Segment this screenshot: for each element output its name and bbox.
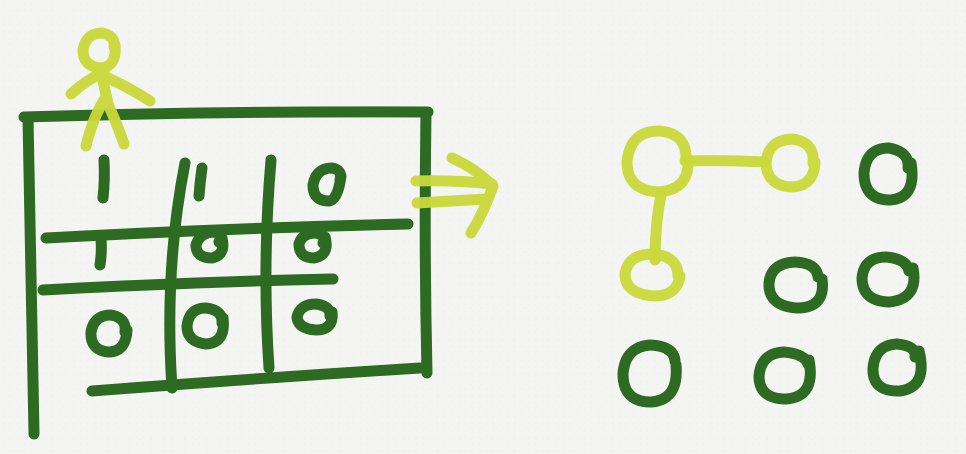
edge-n1-n2 [679, 155, 771, 168]
node-n1 [621, 125, 694, 198]
node-n2 [760, 133, 821, 193]
stick-figure-leg-left [80, 94, 110, 152]
stick-figure-icon [65, 27, 156, 152]
stick-figure-arm-right [102, 72, 156, 107]
arrow-shaft-bottom [411, 193, 492, 209]
o-mark-r2c1 [181, 302, 229, 350]
x-mark-r0c0 [97, 154, 110, 204]
stick-figure-head [77, 27, 121, 74]
board-border-top [18, 106, 434, 123]
board-cell-marks [85, 154, 347, 358]
node-n6 [856, 251, 920, 308]
node-n7 [617, 339, 682, 408]
node-n8 [753, 346, 816, 405]
o-mark-r2c2 [291, 298, 338, 336]
right-graph [617, 125, 927, 408]
node-n4 [619, 248, 686, 302]
grid-line-vertical-2 [260, 154, 277, 374]
x-mark-r1c0 [94, 233, 107, 271]
node-n5 [763, 256, 828, 314]
graph-edges [649, 155, 771, 266]
x-mark-r0c1 [193, 162, 208, 202]
o-mark-r2c0 [85, 309, 133, 358]
node-n3 [858, 142, 918, 206]
board-border-right [419, 108, 433, 379]
o-mark-r1c1 [190, 226, 229, 264]
o-mark-r0c2 [307, 162, 347, 207]
grid-line-horizontal-1 [40, 218, 414, 244]
o-mark-r1c2 [293, 227, 332, 264]
grid-line-horizontal-2 [37, 273, 339, 296]
double-arrow-right-icon [410, 152, 499, 239]
stick-figure-arm-left [65, 66, 110, 100]
board-border-left [22, 112, 40, 440]
arrow-head [446, 152, 499, 239]
board-border-bottom [86, 362, 426, 397]
dark-nodes [617, 142, 927, 408]
highlighted-nodes [619, 125, 821, 302]
node-n9 [867, 338, 927, 397]
left-board [18, 106, 434, 440]
grid-line-vertical-1 [164, 157, 191, 394]
